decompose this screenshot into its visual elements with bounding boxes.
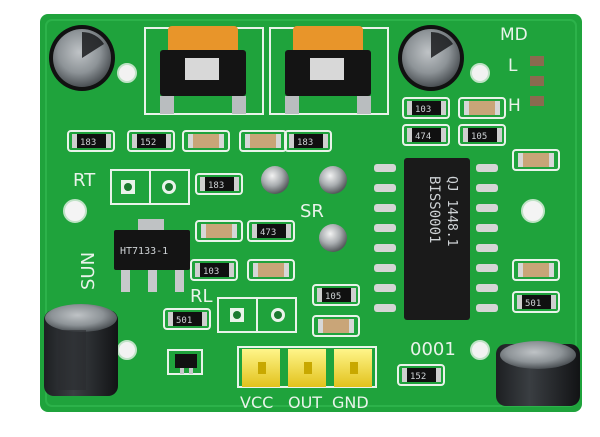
potentiometer: [269, 26, 389, 115]
smd-resistor: 474: [402, 124, 450, 146]
smd-resistor: 473: [247, 220, 295, 242]
mount-hole: [521, 199, 545, 223]
label-out: OUT: [288, 393, 322, 412]
smd-capacitor: [512, 259, 560, 281]
svg-text:183: 183: [297, 138, 313, 148]
smd-capacitor: [512, 149, 560, 171]
smd-resistor: 105: [312, 284, 360, 306]
mount-hole: [470, 63, 490, 83]
smd-capacitor: [239, 130, 287, 152]
svg-text:103: 103: [415, 105, 431, 115]
smd-capacitor: [458, 97, 506, 119]
mount-hole: [470, 340, 490, 360]
smd-capacitor: [312, 315, 360, 337]
smd-capacitor: [182, 130, 230, 152]
svg-text:105: 105: [325, 292, 341, 302]
label-sun: SUN: [78, 252, 99, 290]
electrolytic-capacitor: [398, 25, 464, 91]
mount-hole: [63, 199, 87, 223]
svg-text:105: 105: [471, 132, 487, 142]
smd-resistor: 152: [127, 130, 175, 152]
rt-pads: [110, 169, 190, 205]
smd-resistor: 501: [512, 291, 560, 313]
label-rt: RT: [73, 170, 96, 191]
svg-text:152: 152: [410, 372, 426, 382]
smd-resistor: 152: [397, 364, 445, 386]
svg-text:474: 474: [415, 132, 431, 142]
mount-hole: [117, 63, 137, 83]
label-l: L: [508, 56, 518, 76]
header-pins: [237, 346, 377, 388]
smd-capacitor: [247, 259, 295, 281]
smd-diode: [167, 349, 203, 375]
serial-number: 0001: [410, 339, 456, 360]
solder-joint: [261, 166, 289, 194]
potentiometer: [144, 26, 264, 115]
regulator-marking: HT7133-1: [120, 246, 168, 257]
smd-resistor: 105: [458, 124, 506, 146]
label-gnd: GND: [332, 393, 369, 412]
smd-resistor: 183: [195, 173, 243, 195]
svg-text:473: 473: [260, 228, 276, 238]
svg-text:152: 152: [140, 138, 156, 148]
ic-chip: BISS0001 QJ 1448.1: [374, 158, 498, 320]
solder-joint: [319, 224, 347, 252]
svg-text:103: 103: [203, 267, 219, 277]
label-vcc: VCC: [240, 393, 273, 412]
label-md: MD: [500, 25, 528, 45]
smd-resistor: 183: [67, 130, 115, 152]
electrolytic-capacitor: [496, 341, 580, 406]
electrolytic-capacitor: [49, 25, 115, 91]
smd-resistor: 103: [402, 97, 450, 119]
ic-marking-line2: QJ 1448.1: [444, 176, 459, 246]
smd-resistor: 183: [284, 130, 332, 152]
rl-pads: [217, 297, 297, 333]
label-h: H: [508, 96, 521, 116]
svg-text:501: 501: [525, 299, 541, 309]
voltage-regulator: HT7133-1: [114, 219, 190, 292]
mount-hole: [117, 340, 137, 360]
electrolytic-capacitor: [44, 304, 118, 396]
svg-text:183: 183: [208, 181, 224, 191]
smd-resistor: 501: [163, 308, 211, 330]
ic-marking-line1: BISS0001: [426, 176, 442, 243]
svg-text:501: 501: [176, 316, 192, 326]
label-sr: SR: [300, 201, 324, 222]
smd-capacitor: [195, 220, 243, 242]
solder-joint: [319, 166, 347, 194]
smd-resistor: 103: [190, 259, 238, 281]
svg-text:183: 183: [80, 138, 96, 148]
label-rl: RL: [190, 286, 213, 307]
